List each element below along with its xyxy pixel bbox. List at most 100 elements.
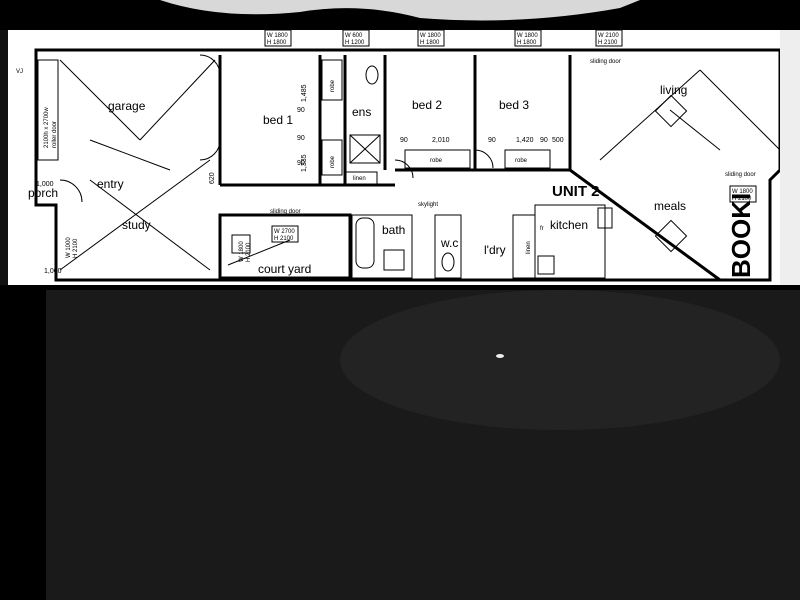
dim-500: 500: [552, 137, 564, 144]
skylight-meals: [654, 219, 688, 253]
robe-2-box: [321, 139, 343, 176]
door-swing-1: [199, 54, 221, 76]
room-label-porch: porch: [28, 186, 58, 200]
room-label-study: study: [122, 218, 151, 232]
hand-top: [160, 0, 640, 21]
room-label-linen-2: linen: [526, 241, 532, 254]
window-tag-1-w: W 600: [345, 33, 363, 39]
room-label-entry: entry: [97, 177, 124, 191]
dim-90-a: 90: [297, 107, 305, 114]
study-diag-2: [89, 179, 211, 271]
window-tag-3-w: W 1800: [517, 33, 538, 39]
garage-diag-2: [139, 59, 216, 141]
room-label-wc: w.c: [440, 236, 458, 250]
shower-x-2: [349, 134, 381, 164]
roof-line-c: [699, 69, 781, 151]
study-diag-1: [59, 159, 211, 271]
courtyard-hatch: [227, 239, 291, 266]
roof-line-d: [669, 109, 721, 151]
dim-2010: 2,010: [432, 137, 450, 144]
paper: [8, 30, 800, 285]
skylight-living: [654, 94, 688, 128]
dim-1420: 1,420: [516, 137, 534, 144]
window-tag-0-w: W 1800: [267, 33, 288, 39]
room-label-garage: garage: [108, 99, 146, 113]
courtyard-box: [231, 234, 251, 254]
linen-1-box: [344, 171, 378, 187]
room-label-robe-2: robe: [330, 155, 336, 168]
door-swing-4: [474, 149, 494, 169]
dim-1485: 1,485: [301, 84, 308, 102]
window-tag-7-h: H 2100: [246, 242, 252, 262]
window-tag-box: [342, 29, 370, 47]
room-label-robe-1: robe: [330, 79, 336, 92]
roller-door: [37, 59, 59, 161]
vj-label: VJ: [16, 69, 23, 75]
window-tag-2-h: H 1800: [420, 40, 440, 46]
paper-edge-right: [780, 30, 800, 285]
sliding-door-label-1: sliding door: [590, 59, 621, 65]
room-label-meals: meals: [654, 199, 686, 213]
room-label-court-yard: court yard: [258, 262, 311, 276]
garage-diag-1: [59, 59, 141, 141]
window-tag-0-h: H 1800: [267, 40, 287, 46]
kitchen-sink: [597, 207, 613, 229]
door-swing-5: [59, 179, 83, 203]
courtyard-walls: [218, 213, 352, 280]
surface-shadow: [340, 290, 780, 430]
left-margin: [0, 285, 46, 600]
window-tag-box: [417, 29, 445, 47]
wc-toilet: [441, 252, 455, 272]
window-tag-6-w: W 2700: [274, 229, 295, 235]
window-tag-2-w: W 1800: [420, 33, 441, 39]
unit-label: UNIT 2: [552, 183, 600, 200]
garage-diag-3: [89, 139, 171, 171]
room-label-ens: ens: [352, 105, 371, 119]
window-tag-5-h: H 2100: [732, 196, 752, 202]
room-label-kitchen: kitchen: [550, 218, 588, 232]
window-tag-8-w: W 1000: [66, 237, 72, 258]
dim-90-f: 90: [540, 137, 548, 144]
window-tag-5-w: W 1800: [732, 189, 753, 195]
dim-90-b: 90: [297, 135, 305, 142]
cooktop: [537, 255, 555, 275]
bath-walls: [351, 214, 413, 279]
room-label-bed1: bed 1: [263, 113, 293, 127]
dim-90-e: 90: [297, 160, 305, 167]
side-text: BOOKI: [726, 193, 756, 278]
skylight-label: skylight: [418, 202, 438, 208]
bathtub: [355, 217, 375, 269]
room-label-robe-4: robe: [515, 158, 528, 164]
roof-line-b: [599, 69, 701, 161]
glare-spot: [496, 354, 504, 358]
room-label-bed3: bed 3: [499, 98, 529, 112]
window-tag-6-h: H 2100: [274, 236, 294, 242]
window-tag-box: [264, 29, 292, 47]
window-tag-box: [729, 185, 757, 203]
ens-toilet: [365, 65, 379, 85]
kitchen-bench: [534, 204, 606, 279]
robe-1-box: [321, 59, 343, 101]
window-tag-4-h: H 2100: [598, 40, 618, 46]
dim-1000-a: 1,000: [36, 181, 54, 188]
dim-90-c: 90: [400, 137, 408, 144]
bath-shower: [383, 249, 405, 271]
room-label-robe-3: robe: [430, 158, 443, 164]
dim-1000-b: 1,000: [44, 268, 62, 275]
dim-90-d: 90: [488, 137, 496, 144]
window-tag-group: W 1800 H 1800 W 600 H 1200 W 1800 H 1800…: [66, 29, 757, 262]
window-tag-box: [595, 29, 623, 47]
paper-edge-left: [0, 30, 8, 285]
window-tag-1-h: H 1200: [345, 40, 365, 46]
wc-walls: [434, 214, 462, 279]
window-tag-8-h: H 2100: [73, 238, 79, 258]
door-swing-2: [199, 139, 221, 161]
window-tag-4-w: W 2100: [598, 33, 619, 39]
window-tag-7-w: W 1800: [239, 241, 245, 262]
room-label-bath: bath: [382, 223, 405, 237]
robe-4-box: [504, 149, 551, 169]
sliding-door-label-2: sliding door: [725, 172, 756, 178]
garage-door-label-1: 2100h x 2700w: [44, 107, 50, 148]
